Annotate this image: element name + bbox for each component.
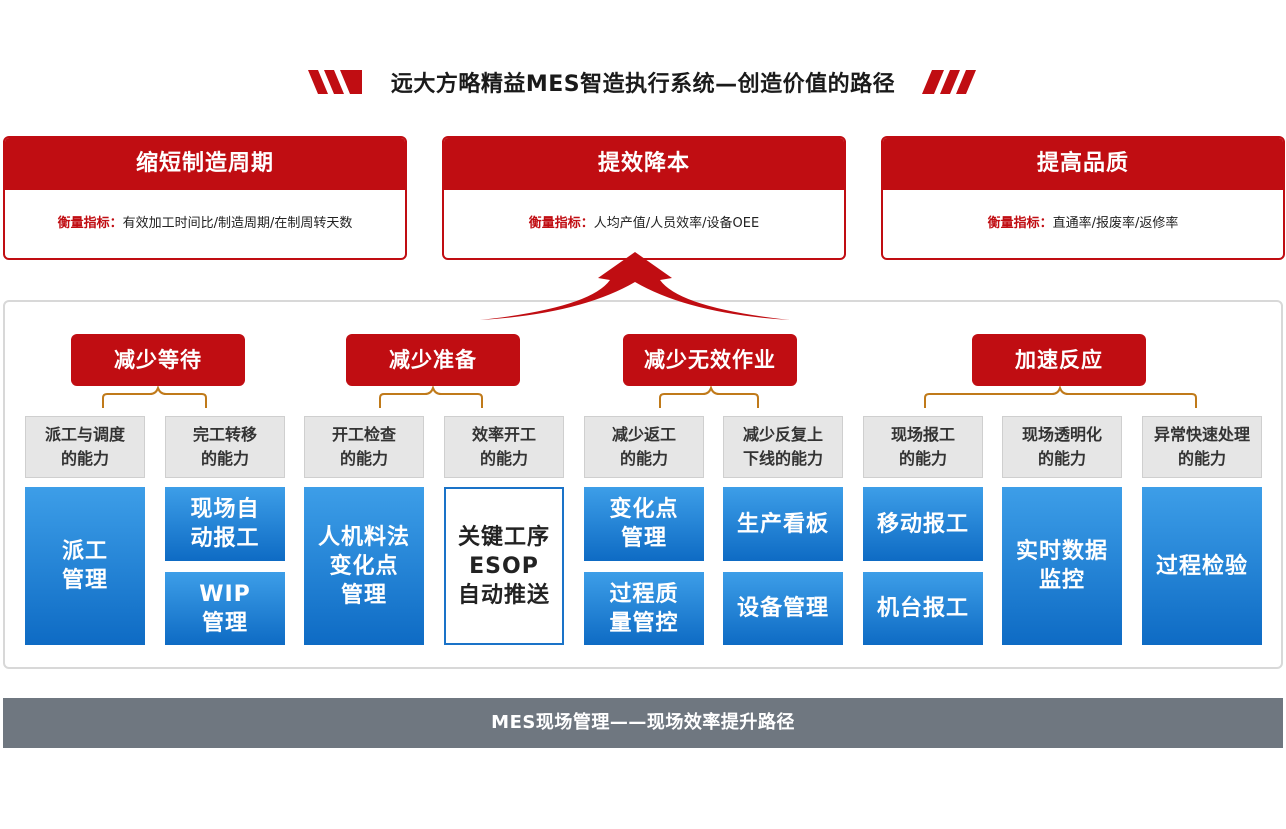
- ability-dispatch: 派工与调度 的能力: [25, 416, 145, 478]
- tile-auto-report: 现场自 动报工: [165, 487, 285, 561]
- category-reduce-ineffective-work: 减少无效作业: [623, 334, 797, 386]
- goal-heading: 提高品质: [883, 138, 1283, 190]
- stripes-right-icon: [922, 70, 976, 94]
- metric-label: 衡量指标：: [528, 216, 594, 231]
- goal-quality: 提高品质 衡量指标：直通率/报废率/返修率: [881, 136, 1285, 260]
- footer-banner: MES现场管理——现场效率提升路径: [3, 698, 1283, 748]
- ability-start-check: 开工检查 的能力: [304, 416, 424, 478]
- goal-heading: 提效降本: [444, 138, 844, 190]
- tile-realtime-monitoring: 实时数据 监控: [1002, 487, 1122, 645]
- tile-change-point: 变化点 管理: [584, 487, 704, 561]
- category-reduce-preparation: 减少准备: [346, 334, 520, 386]
- goal-metric: 衡量指标：人均产值/人员效率/设备OEE: [444, 190, 844, 258]
- metric-label: 衡量指标：: [57, 216, 123, 231]
- tile-process-inspection: 过程检验: [1142, 487, 1262, 645]
- tile-wip-management: WIP 管理: [165, 572, 285, 645]
- category-speed-response: 加速反应: [972, 334, 1146, 386]
- goal-metric: 衡量指标：直通率/报废率/返修率: [883, 190, 1283, 258]
- page-title: 远大方略精益MES智造执行系统—创造价值的路径: [390, 72, 896, 97]
- metric-value: 人均产值/人员效率/设备OEE: [593, 216, 760, 231]
- goal-efficiency-cost: 提效降本 衡量指标：人均产值/人员效率/设备OEE: [442, 136, 846, 260]
- stripes-left-icon: [308, 70, 362, 94]
- tile-dispatch-management: 派工 管理: [25, 487, 145, 645]
- tile-machine-report: 机台报工: [863, 572, 983, 645]
- ability-reduce-reloading: 减少反复上 下线的能力: [723, 416, 843, 478]
- title-row: 远大方略精益MES智造执行系统—创造价值的路径: [0, 64, 1286, 100]
- ability-transparency: 现场透明化 的能力: [1002, 416, 1122, 478]
- metric-value: 直通率/报废率/返修率: [1052, 216, 1179, 231]
- goal-shorten-cycle: 缩短制造周期 衡量指标：有效加工时间比/制造周期/在制周转天数: [3, 136, 407, 260]
- up-arrow-icon: [480, 252, 790, 320]
- goal-metric: 衡量指标：有效加工时间比/制造周期/在制周转天数: [5, 190, 405, 258]
- goal-heading: 缩短制造周期: [5, 138, 405, 190]
- metric-label: 衡量指标：: [987, 216, 1053, 231]
- ability-onsite-report: 现场报工 的能力: [863, 416, 983, 478]
- category-brackets: [102, 386, 1197, 408]
- ability-completion-transfer: 完工转移 的能力: [165, 416, 285, 478]
- tile-equipment-management: 设备管理: [723, 572, 843, 645]
- metric-value: 有效加工时间比/制造周期/在制周转天数: [122, 216, 353, 231]
- tile-key-process-esop: 关键工序 ESOP 自动推送: [444, 487, 564, 645]
- tile-mobile-report: 移动报工: [863, 487, 983, 561]
- category-reduce-waiting: 减少等待: [71, 334, 245, 386]
- ability-reduce-rework: 减少返工 的能力: [584, 416, 704, 478]
- ability-efficient-start: 效率开工 的能力: [444, 416, 564, 478]
- tile-man-machine-material: 人机料法 变化点 管理: [304, 487, 424, 645]
- tile-process-quality: 过程质 量管控: [584, 572, 704, 645]
- ability-exception-handling: 异常快速处理 的能力: [1142, 416, 1262, 478]
- tile-production-board: 生产看板: [723, 487, 843, 561]
